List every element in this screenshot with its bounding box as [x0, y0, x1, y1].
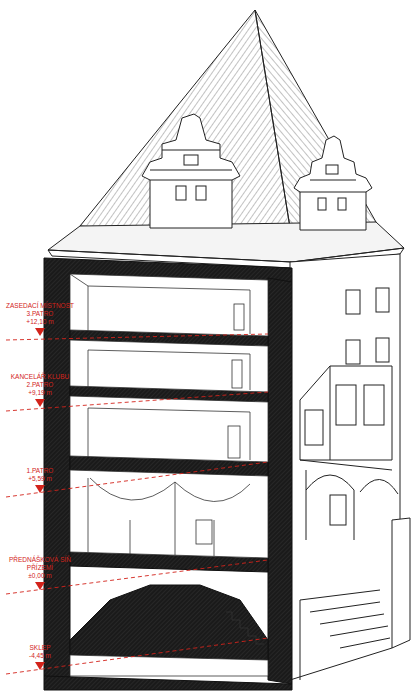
gable — [142, 114, 372, 230]
level-label: +5,59 m — [28, 475, 52, 483]
facade — [290, 254, 410, 680]
level-label: 3.PATRO — [27, 310, 54, 318]
level-label: PŘEDNÁŠKOVÁ SÍŇ — [9, 556, 71, 564]
level-label: -4,45 m — [29, 652, 51, 660]
level-label: KANCELÁŘ KLUBU — [11, 373, 70, 381]
level-line — [6, 334, 268, 674]
roof — [48, 10, 404, 268]
level-label: SKLEP — [30, 644, 51, 652]
level-label: ZASEDACÍ MÍSTNOST — [6, 302, 74, 310]
level-label: +12,10 m — [26, 318, 53, 326]
section-cut — [44, 258, 292, 690]
level-label: 2.PATRO — [27, 381, 54, 389]
level-label: ±0,00 m — [28, 572, 51, 580]
level-label: PŘÍZEMÍ — [27, 564, 53, 572]
level-label: 1.PATRO — [27, 467, 54, 475]
level-label: +9,19 m — [28, 389, 52, 397]
